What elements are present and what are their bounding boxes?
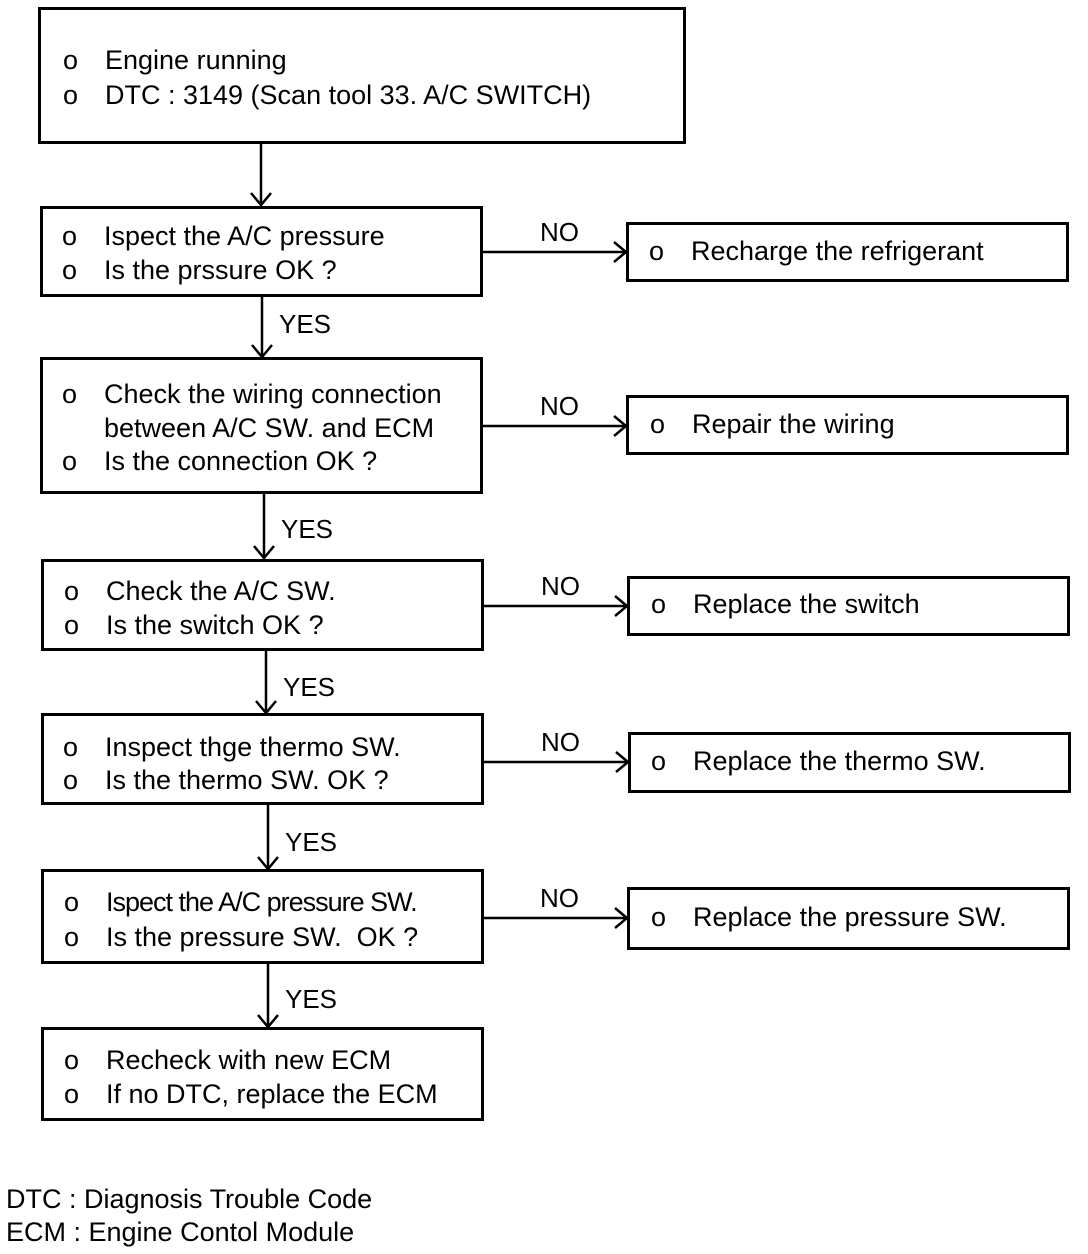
bullet: o xyxy=(64,1079,80,1109)
yes-label: YES xyxy=(285,984,338,1014)
yes-label: YES xyxy=(279,309,332,339)
line-text: Ispect the A/C pressure SW. xyxy=(106,887,418,917)
bullet: o xyxy=(650,409,666,439)
line-text: DTC : 3149 (Scan tool 33. A/C SWITCH) xyxy=(105,80,592,110)
bullet xyxy=(62,411,104,445)
line-text: Replace the thermo SW. xyxy=(693,746,986,776)
line-text: Recharge the refrigerant xyxy=(691,236,984,266)
action-line: o Repair the wiring xyxy=(650,407,895,441)
bullet: o xyxy=(64,610,80,640)
start-box: o Engine running o DTC : 3149 (Scan tool… xyxy=(38,7,686,144)
step-box-1: o Ispect the A/C pressure o Is the prssu… xyxy=(40,206,483,297)
step-box-5: o Ispect the A/C pressure SW. o Is the p… xyxy=(41,869,484,964)
final-line: o Recheck with new ECM xyxy=(64,1043,391,1077)
bullet: o xyxy=(63,732,79,762)
final-line: o If no DTC, replace the ECM xyxy=(64,1077,438,1111)
legend-ecm: ECM : Engine Contol Module xyxy=(6,1217,355,1247)
bullet: o xyxy=(64,922,80,952)
line-text: Ispect the A/C pressure xyxy=(104,221,385,251)
no-label: NO xyxy=(541,571,580,601)
step-box-4: o Inspect thge thermo SW. o Is the therm… xyxy=(41,713,484,805)
yes-label: YES xyxy=(281,514,334,544)
start-line-1: o Engine running xyxy=(63,43,287,77)
step-line: between A/C SW. and ECM xyxy=(62,411,434,445)
bullet: o xyxy=(62,255,78,285)
step-line: o Check the A/C SW. xyxy=(64,574,336,608)
step-line: o Is the pressure SW. OK ? xyxy=(64,920,418,954)
no-label: NO xyxy=(540,391,579,421)
no-label: NO xyxy=(540,217,579,247)
action-box-5: o Replace the pressure SW. xyxy=(627,887,1070,950)
start-line-2: o DTC : 3149 (Scan tool 33. A/C SWITCH) xyxy=(63,78,591,112)
bullet: o xyxy=(63,765,79,795)
bullet: o xyxy=(62,221,78,251)
bullet: o xyxy=(63,45,79,75)
line-text: Recheck with new ECM xyxy=(106,1045,392,1075)
bullet: o xyxy=(62,446,78,476)
no-label: NO xyxy=(540,883,579,913)
bullet: o xyxy=(651,902,667,932)
bullet: o xyxy=(62,379,78,409)
line-text: Check the A/C SW. xyxy=(106,576,336,606)
arrowhead xyxy=(250,192,272,207)
action-line: o Recharge the refrigerant xyxy=(649,234,984,268)
yes-label: YES xyxy=(283,672,336,702)
line-text: Check the wiring connection xyxy=(104,379,442,409)
bullet: o xyxy=(63,80,79,110)
action-box-2: o Repair the wiring xyxy=(626,395,1069,455)
bullet: o xyxy=(649,236,665,266)
step-line: o Is the thermo SW. OK ? xyxy=(63,763,389,797)
bullet: o xyxy=(651,589,667,619)
line-text: Is the connection OK ? xyxy=(104,446,378,476)
step-line: o Is the connection OK ? xyxy=(62,444,377,478)
line-text: If no DTC, replace the ECM xyxy=(106,1079,438,1109)
step-line: o Is the prssure OK ? xyxy=(62,253,337,287)
arrowhead xyxy=(253,545,275,560)
bullet: o xyxy=(64,1045,80,1075)
bullet: o xyxy=(64,887,80,917)
line-text: Repair the wiring xyxy=(692,409,895,439)
final-box: o Recheck with new ECM o If no DTC, repl… xyxy=(41,1027,484,1121)
line-text: Is the pressure SW. OK ? xyxy=(106,922,419,952)
action-line: o Replace the thermo SW. xyxy=(651,744,986,778)
legend-dtc: DTC : Diagnosis Trouble Code xyxy=(6,1184,373,1214)
action-line: o Replace the pressure SW. xyxy=(651,900,1007,934)
step-box-3: o Check the A/C SW. o Is the switch OK ? xyxy=(41,559,484,651)
line-text: between A/C SW. and ECM xyxy=(104,413,435,443)
step-line: o Check the wiring connection xyxy=(62,377,442,411)
action-box-4: o Replace the thermo SW. xyxy=(628,732,1071,793)
bullet: o xyxy=(64,576,80,606)
line-text: Inspect thge thermo SW. xyxy=(105,732,401,762)
line-text: Is the switch OK ? xyxy=(106,610,324,640)
no-label: NO xyxy=(541,727,580,757)
line-text: Replace the switch xyxy=(693,589,920,619)
bullet: o xyxy=(651,746,667,776)
line-text: Engine running xyxy=(105,45,287,75)
step-line: o Ispect the A/C pressure xyxy=(62,219,385,253)
line-text: Is the prssure OK ? xyxy=(104,255,337,285)
step-line: o Is the switch OK ? xyxy=(64,608,324,642)
action-box-3: o Replace the switch xyxy=(627,576,1070,636)
yes-label: YES xyxy=(285,827,338,857)
action-box-1: o Recharge the refrigerant xyxy=(626,222,1069,282)
step-line: o Ispect the A/C pressure SW. xyxy=(64,885,418,919)
line-text: Is the thermo SW. OK ? xyxy=(105,765,389,795)
action-line: o Replace the switch xyxy=(651,587,920,621)
line-text: Replace the pressure SW. xyxy=(693,902,1007,932)
step-line: o Inspect thge thermo SW. xyxy=(63,730,401,764)
step-box-2: o Check the wiring connection between A/… xyxy=(40,357,483,494)
